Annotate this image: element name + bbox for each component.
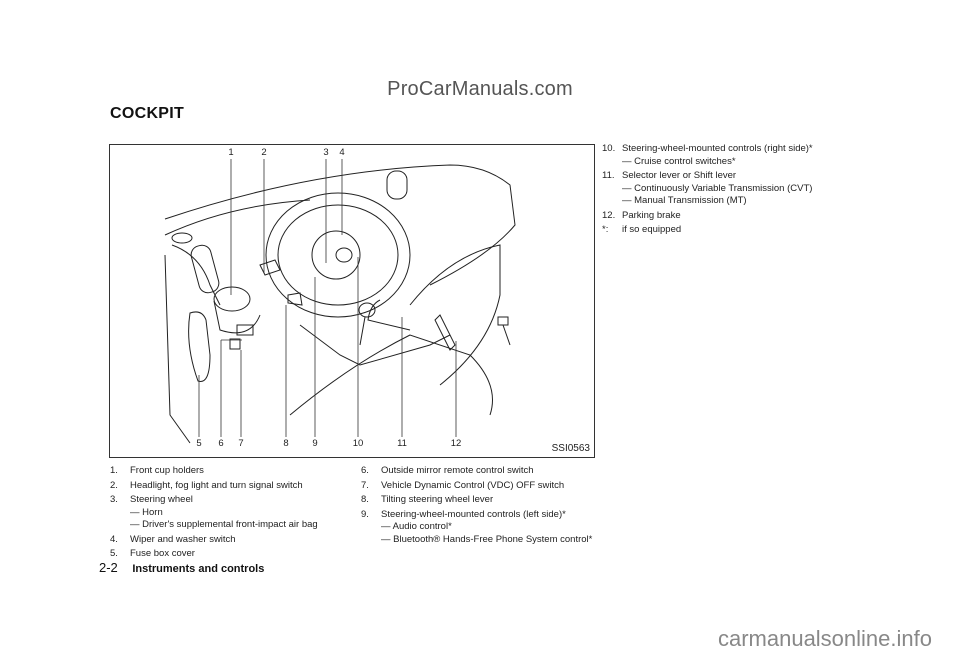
watermark-carmanualsonline: carmanualsonline.info [717,626,932,651]
callout-leaders [198,159,457,437]
callout-10: 10 [352,438,364,449]
headlight-stalk [259,259,281,276]
footnote-text: if so equipped [622,224,682,235]
fuse-box-cover [188,311,211,382]
section-name: Instruments and controls [132,563,265,575]
callout-7: 7 [238,438,244,449]
item-text: Parking brake [622,209,681,221]
item-number: 5. [110,548,118,559]
item-text: Selector lever or Shift lever [622,170,737,181]
item-subtext: Manual Transmission (MT) [622,195,812,208]
item-number: 1. [110,465,118,476]
list-item: 10. Steering-wheel-mounted controls (rig… [602,143,862,168]
footnote-mark: *: [602,224,609,235]
parking-brake [434,314,456,351]
list-item: 5. Fuse box cover [110,548,350,561]
vdc-switch [229,338,241,350]
callout-5: 5 [196,438,202,449]
item-subtext: Cruise control switches* [622,156,813,169]
list-item: 12. Parking brake [602,210,862,223]
item-number: 7. [361,479,369,491]
item-number: 3. [110,494,118,505]
item-text: Wiper and washer switch [130,533,236,545]
item-number: 12. [602,209,616,221]
item-subtext: Driver's supplemental front-impact air b… [130,519,318,532]
mirror-switch [236,324,254,336]
item-number: 8. [361,494,369,505]
steering-wheel [265,192,411,318]
cockpit-drawing [164,159,516,444]
legend-column-2: 6. Outside mirror remote control switch … [361,465,601,548]
item-text: Fuse box cover [130,548,195,559]
item-text: Front cup holders [130,465,204,476]
callout-9: 9 [312,438,318,449]
callout-2: 2 [261,147,267,158]
shift-knob [358,302,376,318]
cockpit-illustration: 1 2 3 4 5 6 7 8 9 10 11 12 SSI0563 [109,144,595,458]
callout-4: 4 [339,147,345,158]
item-subtext: Continuously Variable Transmission (CVT) [622,183,812,196]
callout-8: 8 [283,438,289,449]
list-item: 2. Headlight, fog light and turn signal … [110,480,350,493]
list-item: 11. Selector lever or Shift lever Contin… [602,170,862,208]
page-number: 2-2 [99,560,118,575]
callout-12: 12 [450,438,462,449]
speaker-grille [171,232,193,244]
list-item: 9. Steering-wheel-mounted controls (left… [361,509,601,547]
item-number: 10. [602,143,616,154]
item-text: Steering-wheel-mounted controls (left si… [381,508,566,520]
callout-3: 3 [323,147,329,158]
item-number: 4. [110,533,118,545]
item-text: Steering-wheel-mounted controls (right s… [622,143,813,154]
legend-column-1: 1. Front cup holders 2. Headlight, fog l… [110,465,350,563]
steering-hub [311,230,361,280]
dashboard-outline [164,164,516,286]
callout-6: 6 [218,438,224,449]
item-text: Outside mirror remote control switch [381,465,534,476]
watermark-procarmanuals: ProCarManuals.com [387,78,573,100]
right-vent [386,170,408,200]
item-subtext: Audio control* [381,521,592,534]
footnote: *: if so equipped [602,224,862,237]
callout-11: 11 [397,438,407,449]
list-item: 4. Wiper and washer switch [110,534,350,547]
item-subtext: Horn [130,507,318,520]
figure-id: SSI0563 [551,443,590,454]
callout-1: 1 [228,147,234,158]
item-number: 9. [361,508,369,520]
list-item: 3. Steering wheel Horn Driver's suppleme… [110,494,350,532]
seat-outline [409,244,501,386]
item-text: Tilting steering wheel lever [381,494,494,505]
list-item: 8. Tilting steering wheel lever [361,494,601,507]
cup-holder [213,286,251,312]
legend-column-3: 10. Steering-wheel-mounted controls (rig… [602,143,862,239]
left-vent [190,244,220,294]
section-title: COCKPIT [110,105,185,122]
item-number: 11. [602,170,615,181]
list-item: 7. Vehicle Dynamic Control (VDC) OFF swi… [361,480,601,493]
item-subtext: Bluetooth® Hands-Free Phone System contr… [381,534,592,547]
item-number: 6. [361,465,369,476]
item-text: Steering wheel [130,494,193,505]
list-item: 1. Front cup holders [110,465,350,478]
item-text: Headlight, fog light and turn signal swi… [130,479,303,491]
item-text: Vehicle Dynamic Control (VDC) OFF switch [381,479,565,491]
list-item: 6. Outside mirror remote control switch [361,465,601,478]
page-footer: 2-2 Instruments and controls [99,560,264,575]
item-number: 2. [110,479,118,491]
